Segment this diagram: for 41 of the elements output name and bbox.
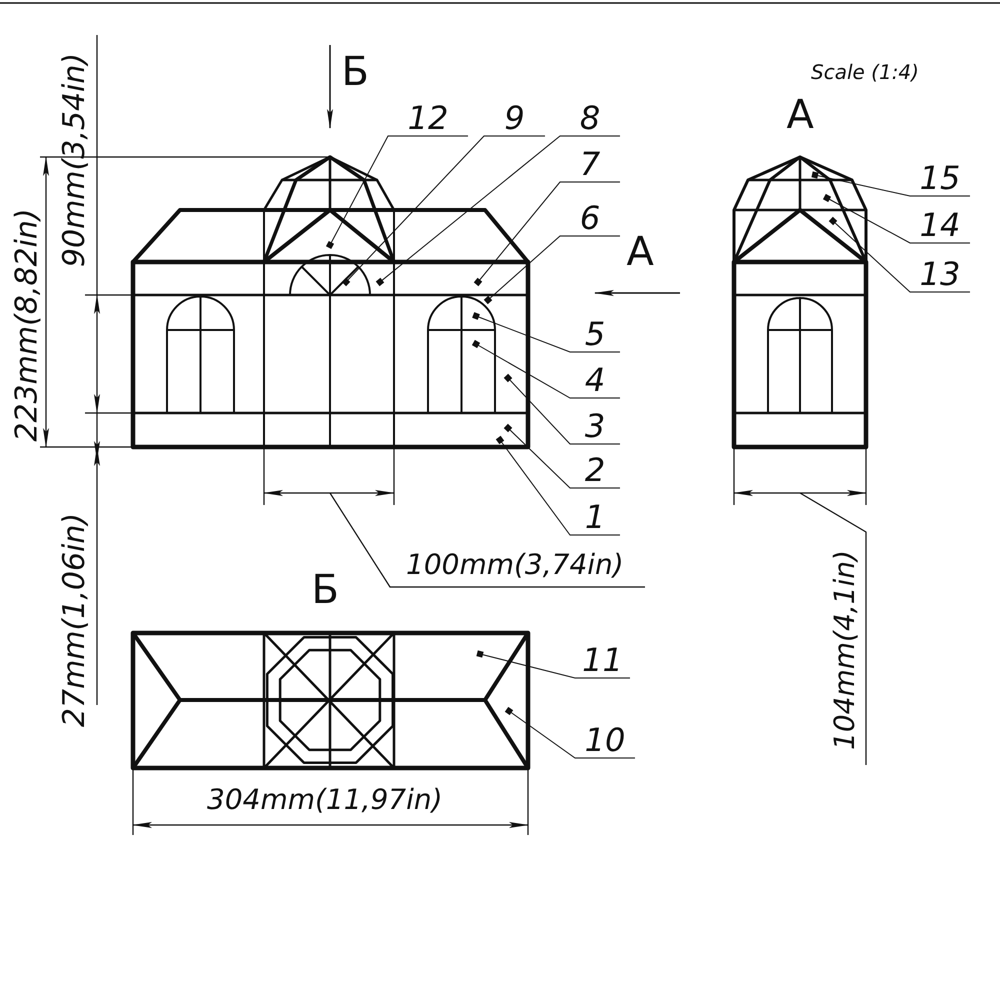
leader-line: [472, 340, 620, 398]
leader-line: [504, 374, 620, 444]
callout-number: 8: [560, 102, 620, 134]
callout-number: 6: [560, 202, 620, 234]
leader-line: [504, 424, 620, 488]
callout-number: 3: [570, 410, 620, 442]
leader-line: [822, 194, 970, 244]
leader-line: [472, 312, 620, 352]
dimension-text: 27mm(1,06in): [60, 512, 90, 728]
callout-number: 10: [575, 724, 635, 756]
callout-number: 2: [570, 454, 620, 486]
dimension-text: 100mm(3,74in): [406, 551, 624, 579]
view-letter: А: [626, 232, 654, 272]
view-title: Б: [312, 570, 339, 610]
leader-line: [476, 650, 630, 678]
callout-number: 5: [570, 318, 620, 350]
dimension-text: 223mm(8,82in): [12, 208, 42, 442]
dimension-text: 90mm(3,54in): [60, 52, 90, 268]
leader-line: [811, 171, 970, 196]
leader-line: [342, 136, 546, 286]
leader-line: [326, 136, 468, 250]
dimension-text: 104mm(4,1in): [830, 550, 859, 750]
callout-number: 1: [570, 501, 620, 533]
leader-line: [376, 136, 620, 286]
callout-number: 15: [910, 162, 970, 194]
callout-number: 12: [388, 102, 468, 134]
leader-line: [496, 436, 620, 536]
view-letter: Б: [342, 52, 369, 92]
scale-note: Scale (1:4): [811, 62, 919, 82]
view-letter: А: [786, 95, 814, 135]
leader-line: [828, 216, 970, 292]
callout-number: 11: [575, 644, 630, 676]
leader-line: [484, 236, 620, 304]
callout-number: 7: [560, 148, 620, 180]
callout-number: 14: [910, 209, 970, 241]
leader-line: [474, 182, 620, 286]
leader-line: [504, 706, 636, 758]
callout-number: 9: [484, 102, 545, 134]
dimension-text: 304mm(11,97in): [207, 786, 443, 814]
callout-number: 13: [910, 258, 970, 290]
callout-number: 4: [570, 364, 620, 396]
